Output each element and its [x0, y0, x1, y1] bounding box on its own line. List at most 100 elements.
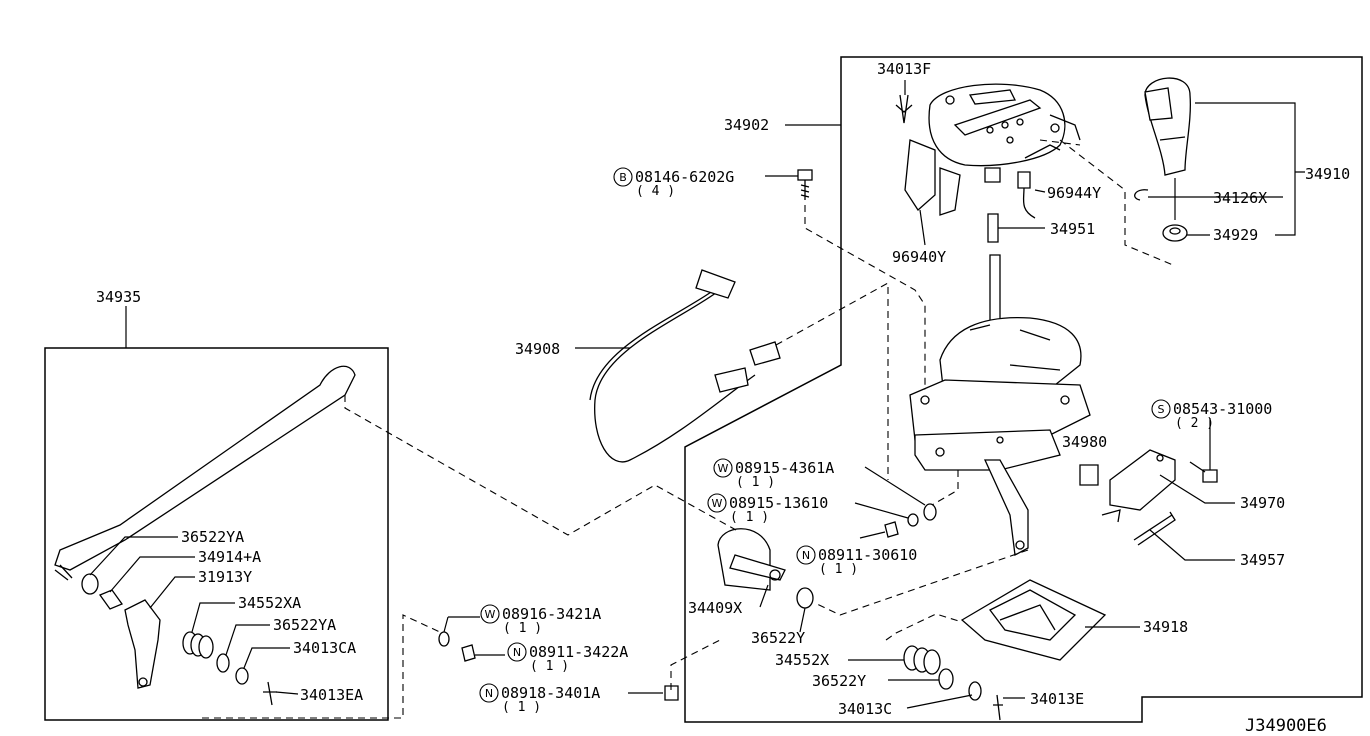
label-36522YA-b: 36522YA — [273, 616, 336, 634]
label-34552XA: 34552XA — [238, 594, 301, 612]
label-36522YA-a: 36522YA — [181, 528, 244, 546]
prefix-circle-W3: W — [480, 604, 500, 624]
nut-08911-30610 — [884, 521, 899, 538]
prefix-circle-W2: W — [707, 493, 727, 513]
svg-text:S: S — [1158, 403, 1165, 416]
label-08915-4361A-qty: ( 1 ) — [736, 475, 775, 490]
label-34957: 34957 — [1240, 551, 1285, 569]
label-08915-13610: 08915-13610 — [729, 494, 828, 512]
clip-34013EA — [263, 681, 277, 706]
label-08916: 08916-3421A — [502, 605, 601, 623]
label-34914A: 34914+A — [198, 548, 261, 566]
boot-34918 — [960, 579, 1107, 661]
label-34929: 34929 — [1213, 226, 1258, 244]
label-08918: 08918-3401A — [501, 684, 600, 702]
label-34910: 34910 — [1305, 165, 1350, 183]
svg-text:N: N — [513, 646, 521, 659]
unit-34970 — [1101, 449, 1176, 523]
label-08918-qty: ( 1 ) — [502, 700, 541, 715]
label-34013F: 34013F — [877, 60, 931, 78]
linkage-assembly-box — [44, 347, 389, 721]
pin-34914A — [98, 589, 124, 610]
screw-08543 — [1189, 461, 1218, 483]
label-08911-30610: 08911-30610 — [818, 546, 917, 564]
label-36522Y-a: 36522Y — [751, 629, 805, 647]
label-34126X: 34126X — [1213, 189, 1267, 207]
main-assembly-box — [684, 56, 1363, 723]
label-08916-qty: ( 1 ) — [503, 621, 542, 636]
label-34935: 34935 — [96, 288, 141, 306]
bushing-34552X — [903, 645, 941, 675]
washer-08915-4361A — [923, 503, 937, 521]
bushing-34552XA — [182, 631, 214, 659]
diagram-id: J34900E6 — [1245, 716, 1327, 736]
prefix-circle-B: B — [613, 167, 633, 187]
washer-36522Y-b — [938, 668, 954, 690]
label-34902: 34902 — [724, 116, 769, 134]
rod-34957 — [1133, 511, 1176, 546]
label-34013C: 34013C — [838, 700, 892, 718]
clip-34013F — [895, 94, 913, 124]
svg-text:B: B — [619, 171, 627, 184]
label-08543-qty: ( 2 ) — [1175, 416, 1214, 431]
clip-34013CA — [235, 667, 249, 685]
nut-08911-3422A — [461, 644, 476, 662]
washer-08915-13610 — [907, 513, 919, 527]
label-08543: 08543-31000 — [1173, 400, 1272, 418]
cable-34908 — [589, 269, 781, 463]
lever-31913Y — [124, 599, 161, 689]
label-34970: 34970 — [1240, 494, 1285, 512]
label-08911-3422A: 08911-3422A — [529, 643, 628, 661]
label-31913Y: 31913Y — [198, 568, 252, 586]
leader-lines — [89, 80, 1305, 709]
bulb-96944Y — [1017, 171, 1036, 219]
svg-text:N: N — [485, 687, 493, 700]
washer-36522Y-a — [796, 587, 814, 609]
prefix-circle-S: S — [1151, 399, 1171, 419]
label-34908: 34908 — [515, 340, 560, 358]
svg-text:W: W — [718, 462, 729, 475]
shift-lever-base — [909, 254, 1091, 557]
label-34951: 34951 — [1050, 220, 1095, 238]
label-08911-30610-qty: ( 1 ) — [819, 562, 858, 577]
bolt-08146 — [797, 169, 813, 200]
label-34918: 34918 — [1143, 618, 1188, 636]
bracket-34409X — [717, 528, 786, 591]
label-08915-13610-qty: ( 1 ) — [730, 510, 769, 525]
label-36522Y-b: 36522Y — [812, 672, 866, 690]
svg-text:W: W — [485, 608, 496, 621]
dashed-assembly-lines — [202, 139, 1174, 719]
indicator-plate-34902 — [904, 83, 1081, 216]
nut-08918 — [664, 685, 679, 701]
label-08146-qty: ( 4 ) — [636, 184, 675, 199]
label-34409X: 34409X — [688, 599, 742, 617]
label-34013EA: 34013EA — [300, 686, 363, 704]
prefix-circle-N3: N — [479, 683, 499, 703]
washer-36522YA-a — [81, 573, 99, 595]
label-34013CA: 34013CA — [293, 639, 356, 657]
label-96940Y: 96940Y — [892, 248, 946, 266]
label-08911-3422A-qty: ( 1 ) — [530, 659, 569, 674]
clip-34013C — [968, 681, 982, 701]
prefix-circle-N1: N — [796, 545, 816, 565]
svg-text:N: N — [802, 549, 810, 562]
washer-08916 — [438, 631, 450, 647]
shift-rod-34935 — [54, 365, 356, 581]
nut-34929 — [1162, 224, 1188, 242]
washer-36522YA-b — [216, 653, 230, 673]
label-34552X: 34552X — [775, 651, 829, 669]
label-34980: 34980 — [1062, 433, 1107, 451]
connector-34951 — [987, 213, 999, 243]
label-08146: 08146-6202G — [635, 168, 734, 186]
ring-34126X — [1134, 189, 1149, 201]
label-34013E: 34013E — [1030, 690, 1084, 708]
svg-text:W: W — [712, 497, 723, 510]
clip-34013E — [993, 694, 1003, 721]
label-08915-4361A: 08915-4361A — [735, 459, 834, 477]
prefix-circle-W1: W — [713, 458, 733, 478]
label-96944Y: 96944Y — [1047, 184, 1101, 202]
block-34980 — [1079, 464, 1099, 486]
shift-knob-34910 — [1144, 77, 1192, 176]
